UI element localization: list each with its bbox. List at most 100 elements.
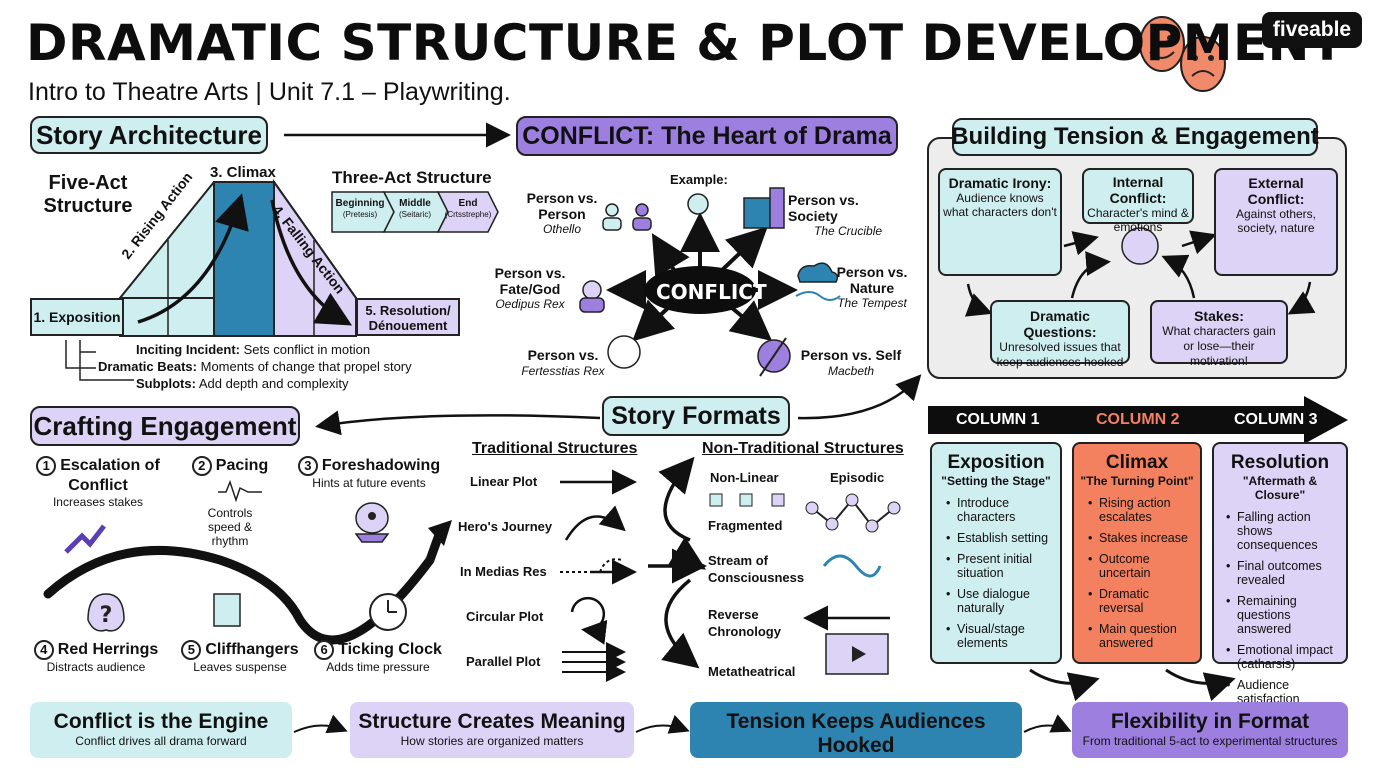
- column-item: Rising action escalates: [1088, 496, 1194, 524]
- conflict-example-label: Example:: [670, 172, 728, 187]
- story-formats-heading: Story Formats: [602, 396, 790, 436]
- column-item: Establish setting: [946, 531, 1054, 545]
- crafting-heading: Crafting Engagement: [30, 406, 300, 446]
- conflict-type-label: Person vs. Society: [788, 192, 859, 224]
- crafting-icons: ?: [64, 479, 407, 632]
- column-item: Final outcomes revealed: [1226, 559, 1342, 587]
- column-title: Climax: [1105, 452, 1169, 473]
- item-number: 5: [181, 640, 202, 660]
- conflict-type-example: Oedipus Rex: [495, 297, 565, 311]
- item-number: 1: [36, 456, 57, 476]
- conflict-type-label: Person vs. Self: [800, 347, 902, 363]
- column-1-header: COLUMN 1: [956, 411, 1040, 428]
- format-parallel-plot: Parallel Plot: [466, 654, 541, 669]
- brand-logo[interactable]: fiveable: [1262, 12, 1362, 48]
- format-reverse-chronology: Reverse Chronology: [708, 607, 781, 639]
- item-number: 6: [314, 640, 335, 660]
- column-title: Exposition: [947, 452, 1045, 473]
- tension-stakes: Stakes:What characters gain or lose—thei…: [1150, 300, 1288, 368]
- act-resolution: 5. Resolution/ Dénouement: [356, 298, 460, 336]
- footer-title: Flexibility in Format: [1110, 710, 1310, 733]
- theatre-masks-icon: [1139, 16, 1226, 92]
- tension-box-text: What characters gain or lose—their motiv…: [1162, 324, 1276, 368]
- column-item: Emotional impact (catharsis): [1226, 643, 1342, 671]
- three-act-middle-name: Middle: [399, 198, 431, 209]
- item-title: Foreshadowing: [321, 457, 441, 474]
- item-title: Ticking Clock: [338, 641, 442, 658]
- format-episodic: Episodic: [830, 470, 885, 485]
- tension-dramatic-questions: Dramatic Questions:Unresolved issues tha…: [990, 300, 1130, 369]
- conflict-type-example: Macbeth: [827, 364, 875, 378]
- three-act-middle: Middle(Seitaric): [390, 198, 440, 220]
- column-3-header: COLUMN 3: [1234, 411, 1318, 428]
- column-climax: Climax "The Turning Point" Rising action…: [1072, 442, 1202, 664]
- tension-external-conflict: External Conflict:Against others, societ…: [1214, 168, 1338, 276]
- five-act-pyramid: [65, 178, 358, 381]
- tension-box-text: Audience knows what characters don't: [943, 191, 1057, 219]
- tension-box-title: External Conflict:: [1247, 175, 1305, 207]
- note-text: Sets conflict in motion: [243, 342, 371, 357]
- traditional-heading: Traditional Structures: [472, 440, 638, 457]
- conflict-type-example: The Crucible: [814, 224, 883, 238]
- tension-box-title: Internal Conflict:: [1109, 174, 1167, 206]
- footer-title: Conflict is the Engine: [53, 710, 269, 733]
- column-title: Resolution: [1230, 452, 1330, 473]
- format-non-linear: Non-Linear: [710, 470, 779, 485]
- format-linear-plot: Linear Plot: [470, 474, 538, 489]
- five-act-label: Five-Act Structure: [43, 172, 133, 217]
- story-architecture-heading: Story Architecture: [30, 116, 268, 154]
- nontraditional-heading: Non-Traditional Structures: [702, 440, 904, 457]
- page-subtitle: Intro to Theatre Arts | Unit 7.1 – Playw…: [28, 78, 511, 106]
- item-text: Increases stakes: [52, 495, 144, 509]
- column-2-header: COLUMN 2: [1096, 411, 1180, 428]
- conflict-hub: [606, 212, 798, 342]
- column-item: Present initial situation: [946, 552, 1054, 580]
- column-item: Outcome uncertain: [1088, 552, 1194, 580]
- format-in-medias-res: In Medias Res: [460, 564, 547, 579]
- item-number: 4: [33, 640, 54, 660]
- conflict-person-vs-unknown: Person vs.Fertesstias Rex: [516, 347, 610, 378]
- conflict-center-label: CONFLICT: [656, 280, 767, 304]
- item-title: Cliffhangers: [205, 641, 299, 658]
- tension-dramatic-irony: Dramatic Irony:Audience knows what chara…: [938, 168, 1062, 276]
- three-act-beginning: Beginning(Pretesis): [332, 198, 388, 220]
- format-heros-journey: Hero's Journey: [458, 519, 553, 534]
- columns-header-bar: [928, 396, 1348, 444]
- conflict-type-label: Person vs. Person: [526, 190, 598, 222]
- three-act-beginning-note: (Pretesis): [342, 210, 378, 219]
- column-item: Introduce characters: [946, 496, 1054, 524]
- note-text: Add depth and complexity: [198, 376, 349, 391]
- column-item: Main question answered: [1088, 622, 1194, 650]
- note-term: Subplots:: [136, 376, 196, 391]
- footer-title: Tension Keeps Audiences Hooked: [726, 710, 986, 757]
- column-subtitle: "Aftermath & Closure": [1242, 474, 1318, 502]
- note-inciting-incident: Inciting Incident: Sets conflict in moti…: [136, 342, 370, 357]
- conflict-type-example: Othello: [542, 222, 582, 236]
- column-exposition: Exposition "Setting the Stage" Introduce…: [930, 442, 1062, 664]
- three-act-title: Three-Act Structure: [332, 168, 492, 187]
- column-item: Stakes increase: [1088, 531, 1194, 545]
- three-act-end: End(Crtsstrephe): [442, 198, 494, 220]
- tension-box-title: Dramatic Questions:: [1023, 308, 1097, 340]
- footer-title: Structure Creates Meaning: [358, 710, 626, 733]
- traditional-format-icons: [560, 469, 637, 682]
- tension-heading: Building Tension & Engagement: [951, 118, 1319, 156]
- note-term: Inciting Incident:: [136, 342, 240, 357]
- conflict-type-label: Person vs. Fate/God: [494, 265, 566, 297]
- footer-text: From traditional 5-act to experimental s…: [1082, 734, 1338, 748]
- conflict-heading: CONFLICT: The Heart of Drama: [516, 116, 898, 156]
- three-act-middle-note: (Seitaric): [398, 210, 431, 219]
- footer-text: Build, escalate, resolve: [794, 758, 918, 768]
- three-act-chevrons: [331, 191, 499, 233]
- act-exposition: 1. Exposition: [30, 298, 124, 336]
- tension-box-text: Unresolved issues that keep audiences ho…: [996, 340, 1124, 369]
- conflict-type-example: The Tempest: [837, 296, 907, 310]
